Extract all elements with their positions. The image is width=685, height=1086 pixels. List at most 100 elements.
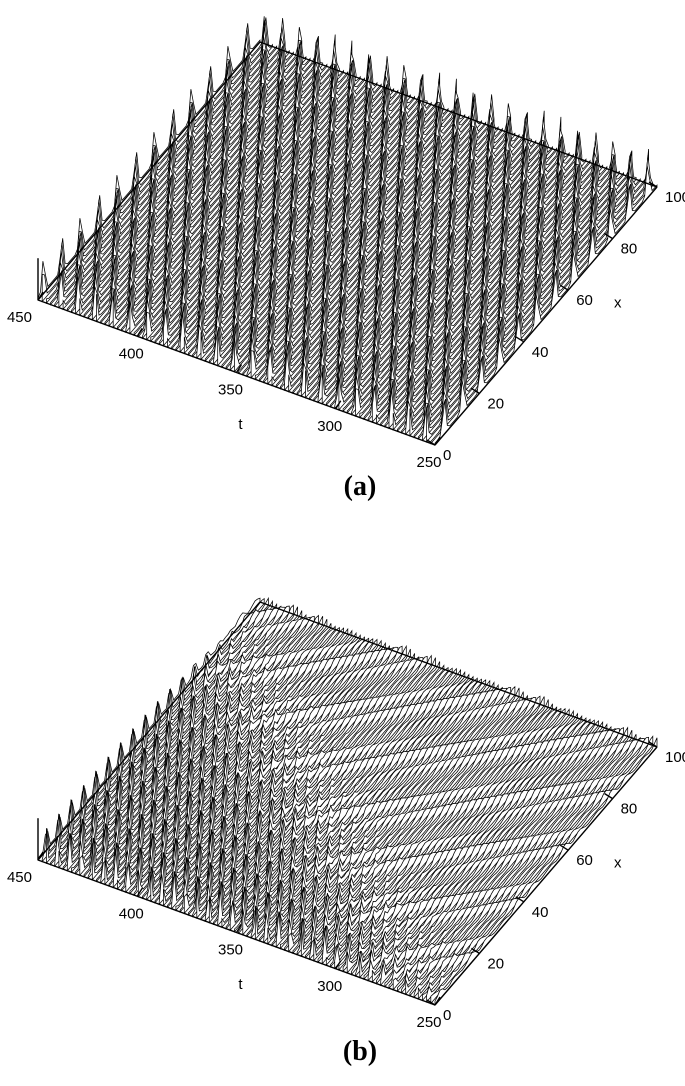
- wave-slice: [405, 726, 629, 996]
- right-frame-line: [259, 41, 658, 188]
- t-tick-label: 350: [218, 382, 243, 399]
- x-tick-mark: [648, 181, 658, 188]
- t-tick-mark: [434, 996, 441, 1006]
- wave-slice: [397, 728, 620, 993]
- axis-frame-a: [37, 41, 658, 446]
- x-axis-title-a: x: [614, 295, 622, 312]
- x-tick-mark: [559, 844, 569, 851]
- x-tick-label: 40: [532, 904, 549, 921]
- wave-slice: [300, 691, 524, 958]
- axis-frame-b: [37, 601, 658, 1006]
- wave-slice: [100, 37, 324, 324]
- wave-slice: [208, 80, 432, 364]
- wave-slice: [46, 17, 269, 305]
- x-tick-label: 100: [665, 189, 685, 206]
- wave-slice: [325, 117, 549, 407]
- panel-b: 0 20 40 60 80 100 250 300 350 400 450 x …: [7, 596, 685, 1067]
- x-tick-mark: [515, 336, 525, 343]
- wave-slice: [221, 78, 445, 369]
- wave-slice: [434, 737, 658, 1007]
- wave-slice: [234, 667, 457, 933]
- back-frame-line: [37, 601, 261, 861]
- x-tick-label: 100: [665, 749, 685, 766]
- wave-slice: [83, 39, 307, 318]
- wave-slice: [325, 699, 549, 967]
- surface-b: [37, 596, 658, 1007]
- wave-slice: [409, 729, 633, 997]
- wave-slice: [267, 679, 491, 945]
- t-tick-mark: [136, 327, 143, 337]
- t-tick-label: 250: [416, 1014, 441, 1031]
- right-frame-line: [259, 601, 658, 748]
- t-tick-label: 250: [416, 454, 441, 471]
- x-tick-label: 80: [621, 241, 638, 258]
- x-axis-title-b: x: [614, 855, 622, 872]
- wave-slice: [175, 646, 399, 912]
- wave-slice: [309, 113, 532, 401]
- wave-slice: [330, 127, 553, 408]
- back-frame-line: [37, 41, 261, 301]
- x-tick-mark: [648, 741, 658, 748]
- t-tick-label: 450: [7, 869, 32, 886]
- wave-slice: [225, 89, 449, 370]
- wave-slice: [66, 26, 290, 312]
- wave-slice: [137, 59, 361, 338]
- t-tick-mark: [37, 291, 44, 301]
- wave-slice: [300, 120, 524, 398]
- wave-slice: [296, 687, 520, 956]
- x-tick-mark: [426, 999, 436, 1006]
- x-tick-mark: [515, 896, 525, 903]
- wave-slice: [321, 696, 545, 965]
- panel-a: 0 20 40 60 80 100 250 300 350 400 450 x …: [7, 16, 685, 502]
- wave-slice: [376, 132, 599, 425]
- t-axis-ticks-a: 250 300 350 400 450: [7, 309, 442, 471]
- t-tick-label: 450: [7, 309, 32, 326]
- x-tick-label: 20: [487, 955, 504, 972]
- wave-slice: [167, 56, 390, 349]
- panel-label-a: (a): [344, 471, 377, 502]
- t-tick-label: 300: [317, 978, 342, 995]
- wave-slice: [242, 670, 466, 936]
- wave-slice: [158, 639, 382, 906]
- wave-slice: [313, 697, 537, 962]
- wave-slice: [121, 50, 344, 332]
- wave-slice: [117, 40, 340, 331]
- wave-slice: [384, 723, 608, 988]
- t-tick-label: 300: [317, 418, 342, 435]
- wave-slice: [221, 664, 445, 929]
- wave-slice: [292, 685, 516, 955]
- x-tick-mark: [604, 793, 613, 800]
- wave-slice: [254, 93, 478, 381]
- x-tick-label: 60: [576, 852, 593, 869]
- wave-slice: [242, 98, 466, 376]
- t-tick-label: 400: [119, 905, 144, 922]
- x-tick-mark: [426, 439, 436, 446]
- wave-slice: [259, 96, 482, 382]
- wave-slice: [208, 654, 432, 924]
- wave-slice: [91, 44, 315, 321]
- x-tick-label: 40: [532, 344, 549, 361]
- x-tick-label: 0: [443, 447, 451, 464]
- wave-slice: [71, 604, 294, 874]
- wave-slice: [397, 154, 620, 433]
- x-axis-ticks-a: 0 20 40 60 80 100: [443, 189, 685, 464]
- wave-slice: [104, 41, 328, 326]
- wave-slice: [430, 155, 654, 445]
- wave-slice: [405, 158, 629, 436]
- wave-slice: [309, 697, 532, 961]
- wave-slice: [417, 156, 641, 440]
- wave-slice: [204, 75, 428, 363]
- wave-slice: [188, 648, 411, 916]
- panel-label-b: (b): [343, 1036, 377, 1067]
- wave-slice: [413, 151, 637, 439]
- x-axis-line: [434, 746, 658, 1006]
- wave-slice: [359, 131, 583, 419]
- t-axis-title-b: t: [238, 976, 243, 993]
- x-tick-label: 20: [487, 395, 504, 412]
- wave-slice: [363, 134, 587, 421]
- x-tick-mark: [559, 284, 569, 291]
- t-tick-mark: [335, 960, 342, 970]
- wave-slice: [246, 673, 470, 938]
- x-axis-ticks-b: 0 20 40 60 80 100: [443, 749, 685, 1024]
- wave-slice: [392, 728, 616, 991]
